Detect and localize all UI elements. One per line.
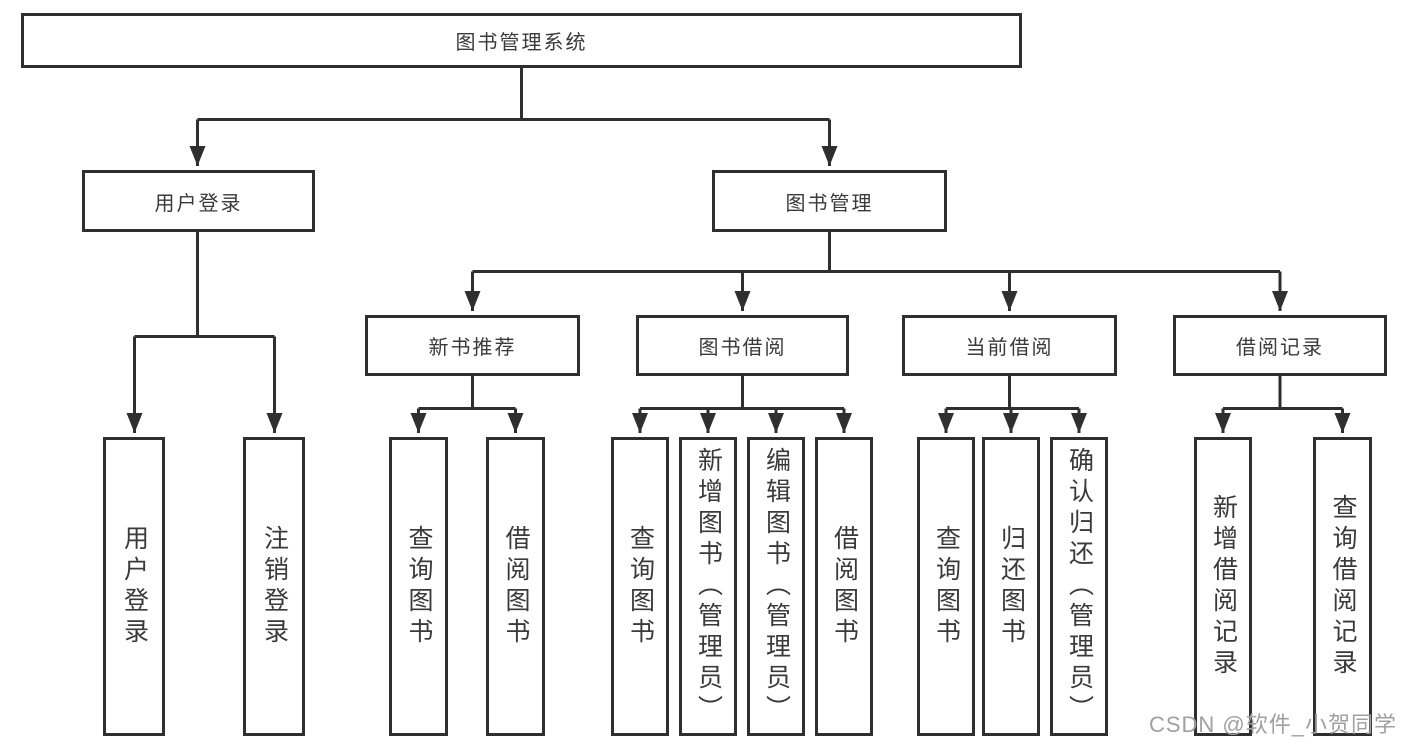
- connector-arrows-level3: [464, 271, 1288, 311]
- node-label: 注销登录: [260, 524, 289, 649]
- node-label: 查询借阅记录: [1329, 493, 1357, 680]
- node-label: 归还图书: [997, 524, 1026, 649]
- node-label: 用户登录: [120, 524, 149, 649]
- node-borrow-records: 借阅记录: [1173, 315, 1387, 376]
- node-label: 新增借阅记录: [1209, 493, 1238, 680]
- node-leaf-current-query: 查询图书: [917, 437, 975, 736]
- node-leaf-record-query: 查询借阅记录: [1313, 437, 1372, 736]
- node-label: 查询图书: [626, 524, 655, 649]
- node-new-book-recommend: 新书推荐: [365, 315, 580, 376]
- csdn-watermark: CSDN @软件_小贺同学: [1148, 712, 1397, 737]
- node-leaf-borrow-add-admin: 新增图书（管理员）: [679, 437, 737, 736]
- node-leaf-user-login: 用户登录: [103, 437, 165, 736]
- node-label: 查询图书: [405, 524, 433, 649]
- node-leaf-borrow-query: 查询图书: [611, 437, 669, 736]
- node-leaf-current-return: 归还图书: [982, 437, 1040, 736]
- node-label: 确认归还（管理员）: [1065, 447, 1094, 726]
- connector-arrows-level2: [189, 119, 838, 166]
- node-label: 查询图书: [932, 524, 961, 649]
- node-book-borrow: 图书借阅: [636, 315, 849, 376]
- node-leaf-newbook-borrow: 借阅图书: [486, 437, 545, 736]
- node-current-borrow: 当前借阅: [902, 315, 1117, 376]
- node-leaf-borrow-borrow: 借阅图书: [815, 437, 873, 736]
- node-label: 新增图书（管理员）: [694, 447, 723, 726]
- node-leaf-newbook-query: 查询图书: [389, 437, 448, 736]
- node-leaf-record-add: 新增借阅记录: [1194, 437, 1252, 736]
- node-label: 借阅图书: [830, 524, 859, 649]
- node-user-login: 用户登录: [82, 170, 315, 232]
- node-root-system: 图书管理系统: [21, 13, 1022, 68]
- node-label: 编辑图书（管理员）: [762, 447, 791, 726]
- node-leaf-current-confirm-admin: 确认归还（管理员）: [1050, 437, 1108, 736]
- node-label: 借阅图书: [502, 524, 530, 649]
- node-book-management: 图书管理: [712, 170, 947, 232]
- node-leaf-borrow-edit-admin: 编辑图书（管理员）: [747, 437, 805, 736]
- node-leaf-logout: 注销登录: [243, 437, 305, 736]
